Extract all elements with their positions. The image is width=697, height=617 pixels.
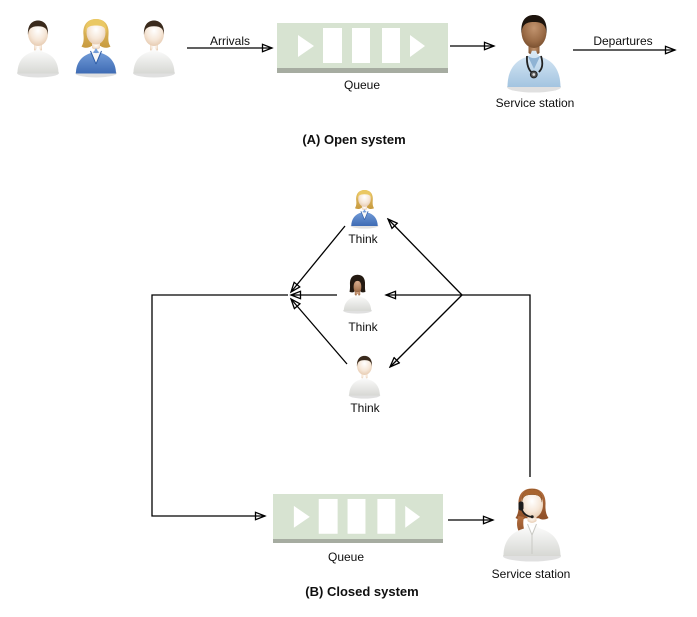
open-service-doctor-icon bbox=[503, 12, 565, 94]
closed-system-caption: (B) Closed system bbox=[305, 584, 419, 599]
open-customer-3-man-user-icon bbox=[130, 18, 178, 78]
closed-queue-label: Queue bbox=[327, 550, 365, 564]
arrivals-label: Arrivals bbox=[209, 34, 251, 48]
queue-base-bar bbox=[277, 68, 448, 73]
think-top-woman-user-icon bbox=[346, 188, 383, 229]
branch-to-think-bottom-arrow bbox=[390, 294, 463, 367]
think-bottom-return-arrow bbox=[291, 299, 348, 365]
think-mid-woman-user-icon bbox=[339, 273, 376, 314]
open-service-station-label: Service station bbox=[495, 96, 575, 110]
open-queue-box bbox=[277, 23, 448, 73]
think-top-return-arrow bbox=[291, 225, 346, 292]
queue-base-bar bbox=[273, 538, 443, 543]
think-top-label: Think bbox=[348, 232, 378, 246]
open-system-caption: (A) Open system bbox=[302, 132, 406, 147]
open-customer-1-man-user-icon bbox=[14, 18, 62, 78]
think-bottom-label: Think bbox=[350, 401, 380, 415]
open-customer-2-woman-user-icon bbox=[72, 16, 120, 78]
service-riser-line bbox=[462, 294, 531, 477]
queue-icon bbox=[273, 494, 443, 539]
closed-service-operator-icon bbox=[498, 486, 566, 562]
departures-label: Departures bbox=[593, 34, 653, 48]
loop-to-queue-line bbox=[151, 294, 288, 516]
closed-queue-box bbox=[273, 494, 443, 543]
think-bottom-man-user-icon bbox=[343, 354, 386, 399]
open-queue-label: Queue bbox=[343, 78, 381, 92]
branch-to-think-top-arrow bbox=[388, 219, 463, 296]
closed-service-station-label: Service station bbox=[491, 567, 571, 581]
queue-icon bbox=[277, 23, 448, 68]
think-mid-label: Think bbox=[348, 320, 378, 334]
